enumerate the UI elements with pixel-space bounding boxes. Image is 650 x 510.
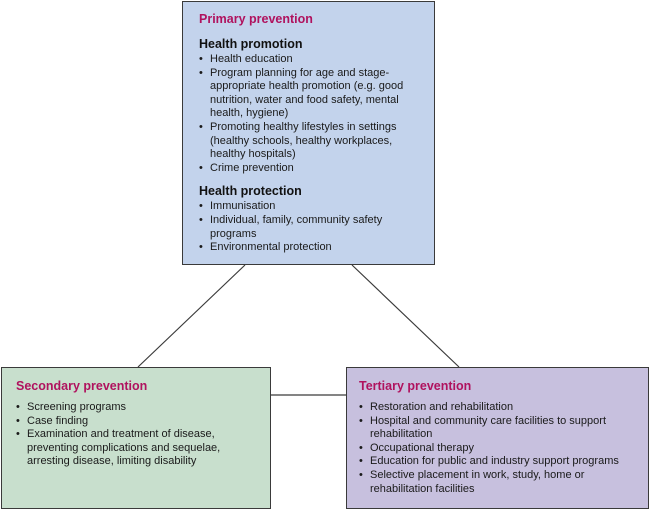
- connector-primary-secondary: [137, 264, 246, 368]
- secondary-prevention-list: Screening programs Case finding Examinat…: [16, 401, 260, 469]
- list-item: Hospital and community care facilities t…: [359, 415, 640, 442]
- health-protection-heading: Health protection: [199, 184, 302, 199]
- list-item: Screening programs: [16, 401, 260, 415]
- list-item: Selective placement in work, study, home…: [359, 469, 640, 496]
- health-protection-list: Immunisation Individual, family, communi…: [199, 200, 424, 254]
- list-item: Environmental protection: [199, 241, 424, 255]
- list-item: Program planning for age and stage-appro…: [199, 67, 424, 121]
- list-item: Examination and treatment of disease, pr…: [16, 428, 260, 469]
- tertiary-prevention-title: Tertiary prevention: [359, 379, 472, 393]
- list-item: Individual, family, community safety pro…: [199, 214, 424, 241]
- health-protection-group: Health protection Immunisation Individua…: [199, 184, 424, 254]
- list-item: Promoting healthy lifestyles in settings…: [199, 121, 424, 162]
- connector-primary-tertiary: [351, 264, 460, 368]
- secondary-prevention-box: Secondary prevention Screening programs …: [1, 367, 271, 509]
- list-item: Restoration and rehabilitation: [359, 401, 640, 415]
- list-item: Immunisation: [199, 200, 424, 214]
- health-promotion-group: Health promotion Health education Progra…: [199, 37, 424, 175]
- list-item: Education for public and industry suppor…: [359, 455, 640, 469]
- list-item: Occupational therapy: [359, 442, 640, 456]
- health-promotion-heading: Health promotion: [199, 37, 303, 51]
- list-item: Health education: [199, 53, 424, 67]
- tertiary-prevention-list: Restoration and rehabilitation Hospital …: [359, 401, 640, 496]
- list-item: Case finding: [16, 415, 260, 429]
- list-item: Crime prevention: [199, 162, 424, 176]
- tertiary-prevention-box: Tertiary prevention Restoration and reha…: [346, 367, 649, 509]
- primary-prevention-title: Primary prevention: [199, 12, 313, 26]
- health-promotion-list: Health education Program planning for ag…: [199, 53, 424, 175]
- primary-prevention-box: Primary prevention Health promotion Heal…: [182, 1, 435, 265]
- secondary-prevention-title: Secondary prevention: [16, 379, 148, 393]
